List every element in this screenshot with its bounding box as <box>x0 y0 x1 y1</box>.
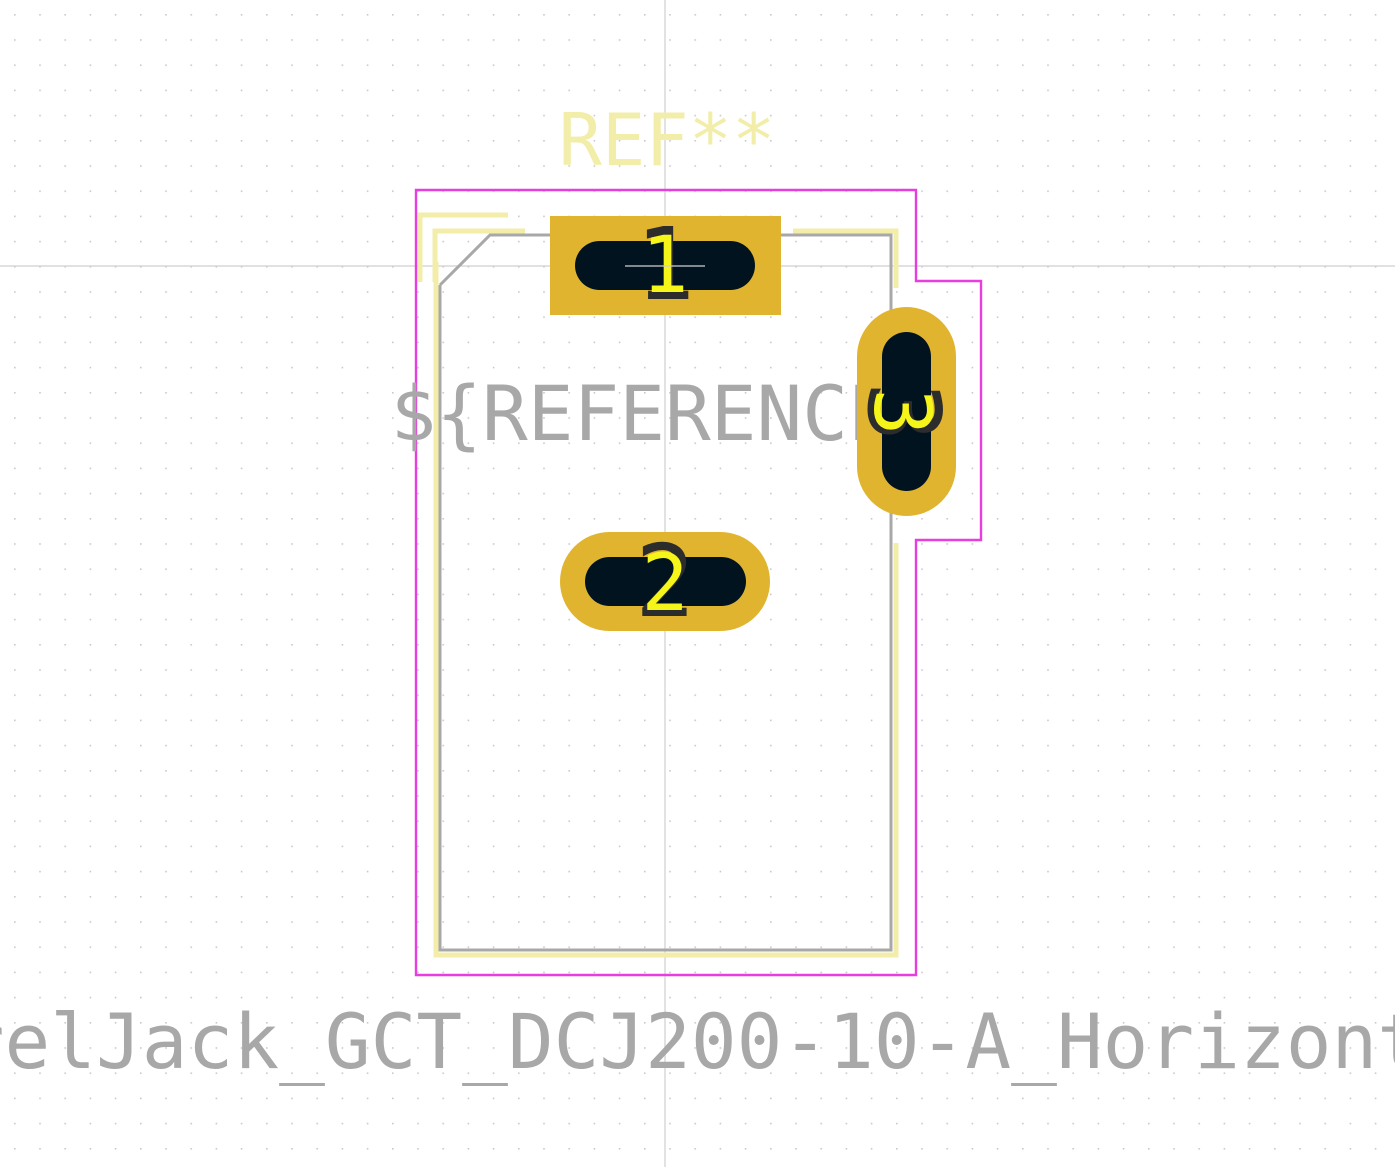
pad-1-number: 1 <box>635 206 695 323</box>
pad-2-number-overlay: 2 <box>642 539 689 629</box>
pad-2-drill <box>585 557 746 606</box>
pad-2[interactable]: 2 2 <box>560 523 770 640</box>
pad-3-number: 3 <box>845 382 962 442</box>
reference-field-text[interactable]: ${REFERENCE} <box>390 369 939 458</box>
pad-1[interactable]: 1 1 <box>550 206 781 323</box>
reference-designator-text[interactable]: REF** <box>559 98 776 182</box>
value-text[interactable]: BarrelJack_GCT_DCJ200-10-A_Horizontal <box>0 997 1395 1086</box>
pad-3-drill <box>882 332 931 491</box>
courtyard-outline <box>414 188 983 977</box>
pad-3-number-overlay: 3 <box>856 389 946 436</box>
pad-2-number: 2 <box>635 523 695 640</box>
silkscreen-outline <box>417 212 899 958</box>
pad-3[interactable]: 3 3 <box>845 307 962 516</box>
fabrication-outline <box>438 233 893 952</box>
